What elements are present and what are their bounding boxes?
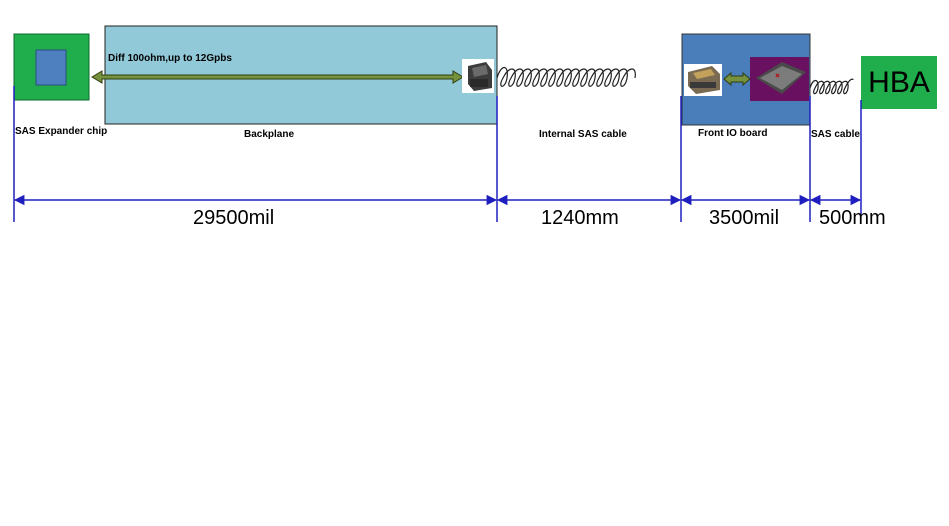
front-io-connector-icon (684, 64, 722, 96)
front-io-length: 3500mil (709, 207, 780, 229)
expander-label: SAS Expander chip (15, 126, 108, 137)
hba-card (861, 56, 937, 109)
hba-label: HBA (868, 66, 930, 99)
front-io-label: Front IO board (698, 128, 768, 139)
sas-expander-chip (35, 49, 67, 86)
sas-cable-length: 500mm (819, 207, 886, 229)
internal-cable-label: Internal SAS cable (539, 129, 627, 140)
sas-cable (809, 78, 854, 95)
backplane-connector-icon (462, 59, 494, 93)
sas-cable-label: SAS cable (811, 129, 860, 140)
backplane-label: Backplane (244, 129, 295, 140)
signal-note: Diff 100ohm,up to 12Gpbs (108, 53, 232, 64)
internal-cable-length: 1240mm (541, 207, 619, 229)
internal-sas-cable (496, 66, 636, 87)
front-io-chip-icon (750, 57, 809, 101)
backplane-length: 29500mil (193, 207, 275, 229)
